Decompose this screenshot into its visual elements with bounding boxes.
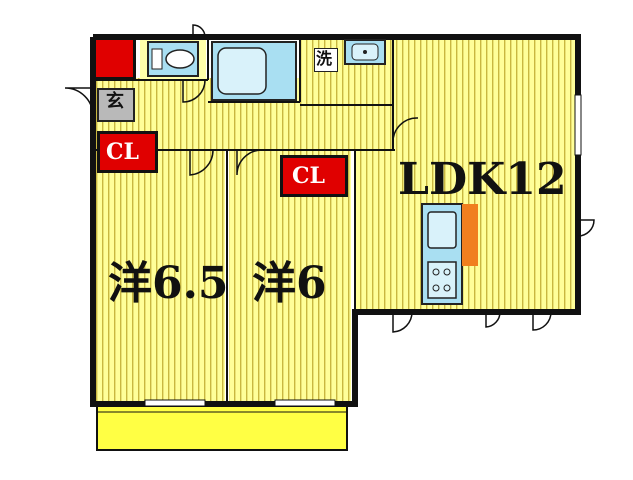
closet-2-label: CL <box>292 163 325 189</box>
ldk-label: LDK12 <box>398 154 567 205</box>
window-ldk-right <box>574 94 582 156</box>
window-western1 <box>144 399 206 407</box>
sink-icon <box>344 39 386 65</box>
closet-1-label: CL <box>106 139 139 165</box>
closet-entrance <box>93 37 136 80</box>
washroom-label: 洗 <box>316 49 333 68</box>
stove-icon <box>427 261 457 299</box>
toilet-icon <box>147 41 199 77</box>
window-western2 <box>274 399 336 407</box>
kitchen-sink-icon <box>427 211 457 249</box>
door-icon <box>64 24 595 333</box>
floor-western1 <box>95 150 225 402</box>
closet-2 <box>280 155 348 197</box>
kitchen-accent-bar <box>462 204 478 266</box>
bathtub-icon <box>211 41 297 101</box>
entrance-area <box>97 88 135 122</box>
entrance-label: 玄 <box>106 91 124 112</box>
western1-label: 洋6.5 <box>108 258 229 309</box>
western2-label: 洋6 <box>252 258 327 309</box>
stove-burners <box>432 268 451 292</box>
closet-1 <box>97 131 158 173</box>
washroom-label-box <box>314 48 338 72</box>
